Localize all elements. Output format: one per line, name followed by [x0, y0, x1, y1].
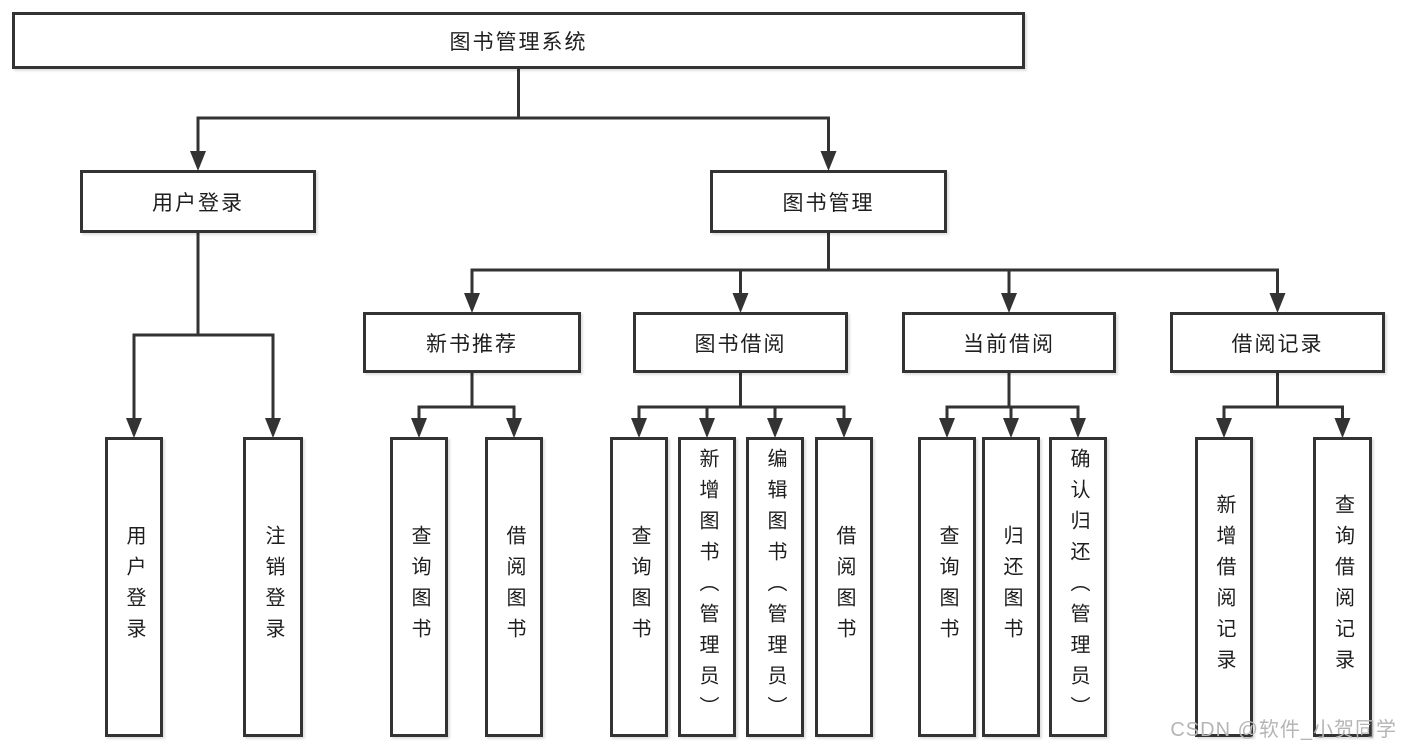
node-borrowing-records: 借阅记录: [1170, 312, 1385, 373]
node-leaf-borrow-books-2: 借阅图书: [815, 437, 873, 737]
node-label-leaf-add-books: 新增图书（管理员）: [696, 447, 718, 727]
node-leaf-confirm-return: 确认归还（管理员）: [1049, 437, 1107, 737]
node-current-borrowing: 当前借阅: [902, 312, 1116, 373]
node-leaf-query-books-3: 查询图书: [918, 437, 976, 737]
node-leaf-user-login: 用户登录: [105, 437, 163, 737]
node-book-borrowing: 图书借阅: [633, 312, 848, 373]
node-new-book-recommend: 新书推荐: [363, 312, 581, 373]
node-leaf-borrow-books-1: 借阅图书: [485, 437, 543, 737]
arrowhead-icons: [126, 151, 1351, 438]
node-label-leaf-query-books-1: 查询图书: [408, 525, 430, 649]
node-label-book-borrowing: 图书借阅: [694, 332, 787, 356]
node-label-leaf-return-books: 归还图书: [1000, 525, 1022, 649]
node-book-management: 图书管理: [710, 170, 947, 233]
node-root: 图书管理系统: [12, 12, 1025, 69]
node-label-leaf-query-books-2: 查询图书: [628, 525, 650, 649]
node-leaf-query-books-1: 查询图书: [390, 437, 448, 737]
node-leaf-add-books: 新增图书（管理员）: [678, 437, 736, 737]
node-label-user-login: 用户登录: [152, 191, 244, 215]
node-leaf-return-books: 归还图书: [982, 437, 1040, 737]
node-label-new-book-recommend: 新书推荐: [426, 332, 518, 356]
node-leaf-edit-books: 编辑图书（管理员）: [746, 437, 804, 737]
node-label-leaf-edit-books: 编辑图书（管理员）: [764, 447, 786, 727]
node-label-root: 图书管理系统: [449, 30, 588, 54]
node-label-leaf-user-login: 用户登录: [123, 525, 145, 649]
node-label-leaf-query-borrow-record: 查询借阅记录: [1331, 494, 1354, 680]
node-label-leaf-confirm-return: 确认归还（管理员）: [1067, 447, 1089, 727]
node-leaf-add-borrow-record: 新增借阅记录: [1195, 437, 1253, 737]
connector-lines: [132, 65, 1344, 424]
node-label-leaf-logout: 注销登录: [262, 525, 284, 649]
node-user-login: 用户登录: [80, 170, 316, 233]
watermark-text: CSDN @软件_小贺同学: [1170, 719, 1397, 741]
node-label-leaf-borrow-books-2: 借阅图书: [833, 525, 855, 649]
node-label-book-management: 图书管理: [782, 191, 875, 215]
node-leaf-logout: 注销登录: [243, 437, 303, 737]
node-label-leaf-query-books-3: 查询图书: [936, 525, 958, 649]
node-label-current-borrowing: 当前借阅: [963, 332, 1055, 356]
node-label-leaf-add-borrow-record: 新增借阅记录: [1213, 494, 1235, 680]
node-leaf-query-books-2: 查询图书: [610, 437, 668, 737]
node-leaf-query-borrow-record: 查询借阅记录: [1313, 437, 1372, 737]
node-label-borrowing-records: 借阅记录: [1231, 332, 1324, 356]
node-label-leaf-borrow-books-1: 借阅图书: [503, 525, 525, 649]
